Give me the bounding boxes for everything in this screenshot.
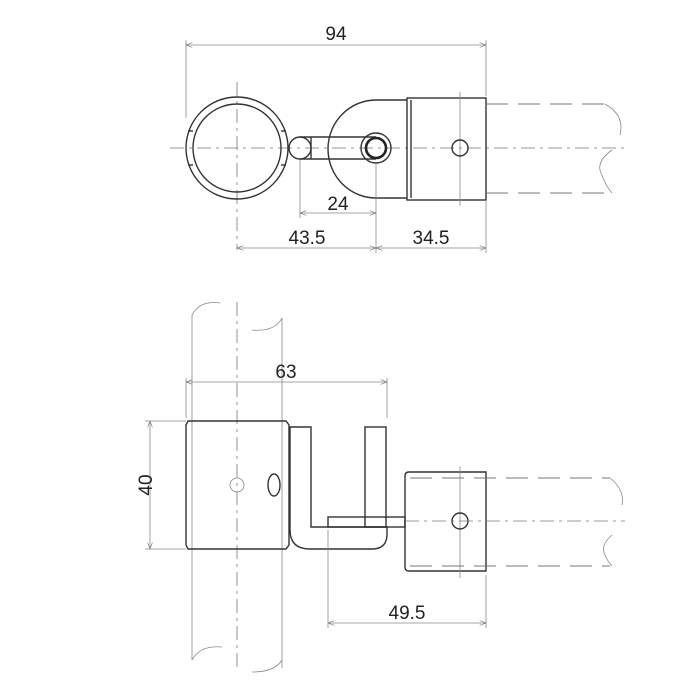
set-screw-hole (451, 139, 469, 157)
pivot-hole (360, 132, 392, 164)
right-sleeve-side (404, 471, 487, 572)
side-view: 63 40 49.5 (136, 302, 625, 673)
pipe-ring (185, 96, 289, 200)
dim-width: 63 (275, 362, 296, 383)
dim-height: 40 (136, 474, 157, 495)
dashed-pipe-top (486, 103, 622, 194)
pivot-pin (364, 136, 388, 160)
left-sleeve (185, 420, 290, 550)
dim-pin-offset: 24 (327, 194, 349, 215)
dim-overall: 94 (325, 24, 347, 45)
l-bracket (289, 426, 388, 550)
vertical-pipe (191, 302, 283, 673)
hinge-plate (327, 516, 406, 528)
set-screw-slot (267, 473, 281, 497)
right-sleeve (406, 97, 487, 201)
dim-left: 43.5 (289, 228, 326, 249)
vertical-pin (364, 426, 387, 528)
dashed-pipe-side (405, 477, 625, 567)
top-view: 94 24 43.5 34.5 (170, 24, 625, 253)
dim-reach: 49.5 (389, 603, 426, 624)
hinge-body (327, 99, 407, 199)
screw-hole (229, 477, 245, 493)
dim-right: 34.5 (413, 228, 450, 249)
pin-bar (288, 136, 376, 160)
